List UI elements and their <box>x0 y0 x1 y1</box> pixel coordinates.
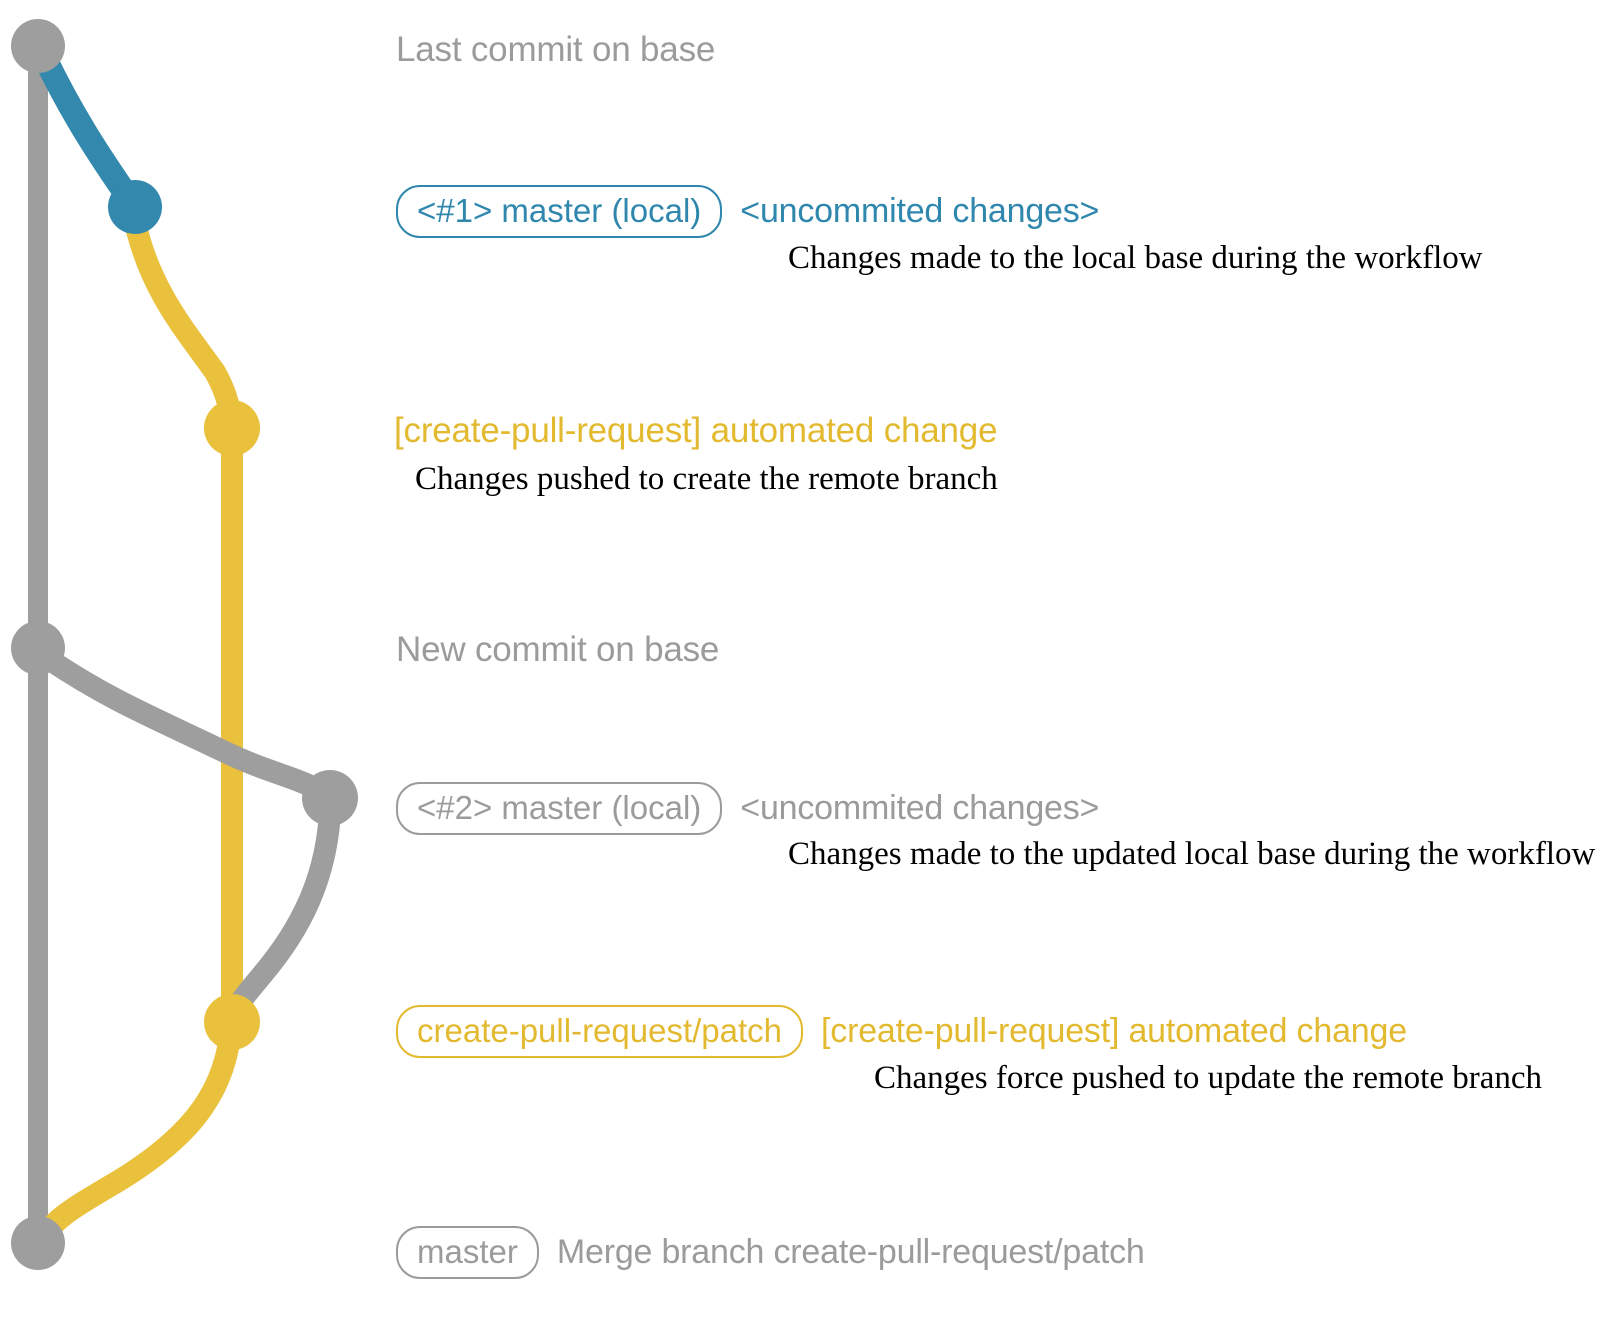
commit-message: New commit on base <box>396 630 720 669</box>
commit-node-base-commit-2[interactable] <box>11 621 65 675</box>
row-master-local-1: <#1> master (local) <uncommited changes> <box>396 185 1099 238</box>
branch-badge-create-pull-request-patch[interactable]: create-pull-request/patch <box>396 1005 804 1058</box>
row-master-merge: master Merge branch create-pull-request/… <box>396 1226 1145 1279</box>
git-graph-svg <box>11 19 358 1270</box>
description-master-local-1: Changes made to the local base during th… <box>788 240 1483 276</box>
row-new-commit-on-base: New commit on base <box>396 630 719 670</box>
commit-message: Last commit on base <box>396 30 716 69</box>
commit-node-patch-commit-2[interactable] <box>204 994 260 1050</box>
commit-message: [create-pull-request] automated change <box>821 1012 1407 1050</box>
row-automated-change-1: [create-pull-request] automated change <box>394 411 998 451</box>
branch-badge-master-local-2[interactable]: <#2> master (local) <box>396 782 723 835</box>
commit-node-patch-commit-1[interactable] <box>204 400 260 456</box>
commit-node-merge-commit[interactable] <box>11 1216 65 1270</box>
description-automated-change-2: Changes force pushed to update the remot… <box>874 1060 1543 1096</box>
branch-badge-master[interactable]: master <box>396 1226 539 1279</box>
commit-node-base-head[interactable] <box>11 19 65 73</box>
commit-message: <uncommited changes> <box>740 192 1100 230</box>
commit-message: <uncommited changes> <box>740 789 1100 827</box>
row-automated-change-2: create-pull-request/patch [create-pull-r… <box>396 1005 1407 1058</box>
row-last-commit-on-base: Last commit on base <box>396 30 715 70</box>
commit-message: Merge branch create-pull-request/patch <box>556 1233 1145 1271</box>
patch2-to-merge-line <box>29 1025 241 1254</box>
description-automated-change-1: Changes pushed to create the remote bran… <box>415 461 998 497</box>
commit-node-local-commit-1[interactable] <box>108 180 162 234</box>
row-master-local-2: <#2> master (local) <uncommited changes> <box>396 782 1099 835</box>
base2-to-local2-line <box>39 649 341 809</box>
description-master-local-2: Changes made to the updated local base d… <box>788 836 1596 872</box>
commit-node-local-commit-2[interactable] <box>302 770 358 826</box>
commit-message: [create-pull-request] automated change <box>394 411 998 450</box>
branch-badge-master-local-1[interactable]: <#1> master (local) <box>396 185 723 238</box>
